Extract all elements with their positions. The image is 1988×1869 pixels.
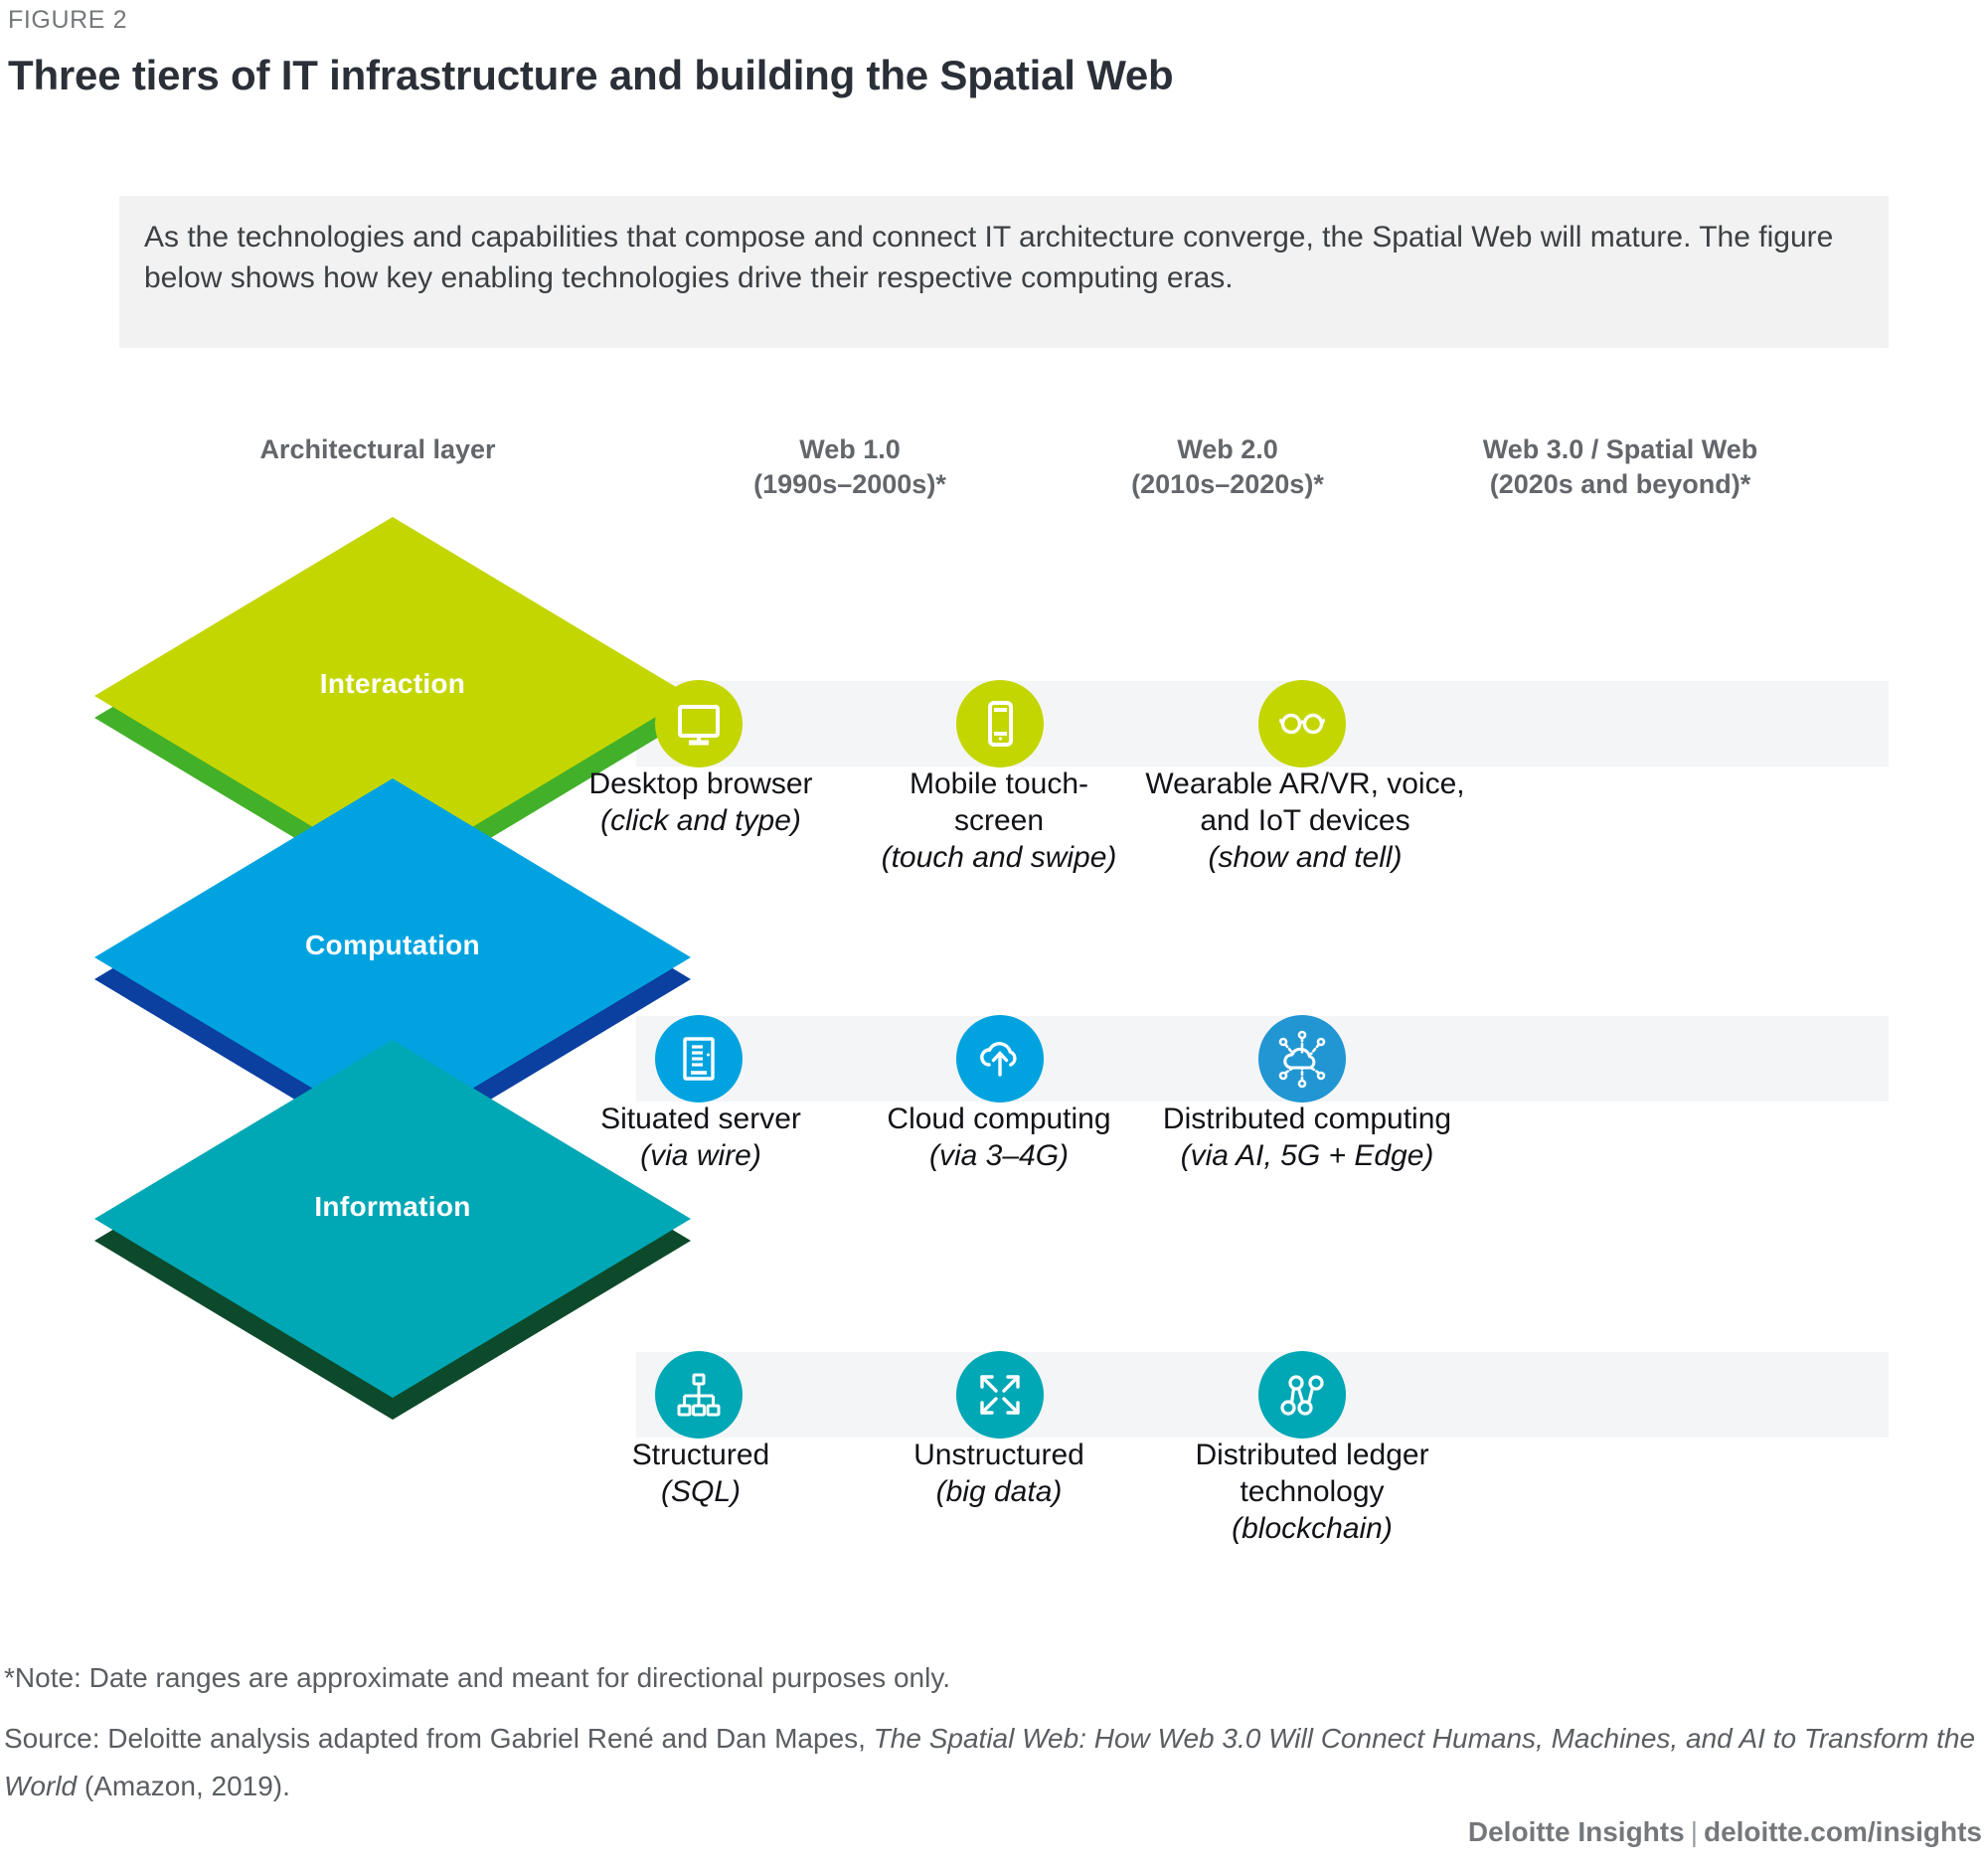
column-header-web2: Web 2.0 (2010s–2020s)*: [1074, 432, 1382, 502]
desktop-monitor-icon: [655, 680, 743, 767]
source-prefix: Source: Deloitte analysis adapted from G…: [4, 1723, 874, 1754]
column-header-web1: Web 1.0 (1990s–2000s)*: [696, 432, 1004, 502]
distributed-cloud-icon: [1258, 1015, 1346, 1103]
row-band-information-arrow-tip: [1841, 1352, 1889, 1438]
row-band-computation-bar: [636, 1016, 1841, 1102]
column-header-web3-line2: (2020s and beyond)*: [1489, 469, 1751, 499]
cell-caption-r1c1: Desktop browser (click and type): [557, 765, 845, 839]
cell-sub-r3c1: (SQL): [660, 1475, 741, 1508]
layer-computation-label: Computation: [305, 930, 480, 960]
column-header-web3-line1: Web 3.0 / Spatial Web: [1482, 434, 1758, 464]
cell-sub-r3c2: (big data): [935, 1475, 1063, 1508]
figure-label: FIGURE 2: [8, 6, 128, 34]
row-band-interaction: [636, 681, 1889, 766]
cell-caption-r1c3: Wearable AR/VR, voice, and IoT devices (…: [1141, 765, 1469, 876]
node-graph-icon: [1258, 1351, 1346, 1439]
column-header-web3: Web 3.0 / Spatial Web (2020s and beyond)…: [1426, 432, 1814, 502]
column-header-web1-line1: Web 1.0: [799, 434, 901, 464]
mobile-phone-icon: [956, 680, 1044, 767]
column-header-web2-line2: (2010s–2020s)*: [1131, 469, 1324, 499]
expand-arrows-icon: [956, 1351, 1044, 1439]
layer-information-label: Information: [314, 1191, 471, 1222]
source-title: The Spatial Web: How Web 3.0 Will Connec…: [4, 1723, 1976, 1801]
cell-title-r3c3: Distributed ledger technology: [1195, 1439, 1429, 1508]
server-rack-icon: [655, 1015, 743, 1103]
cell-caption-r3c3: Distributed ledger technology (blockchai…: [1153, 1437, 1471, 1547]
brand-name: Deloitte Insights: [1467, 1816, 1685, 1847]
cell-sub-r2c3: (via AI, 5G + Edge): [1180, 1139, 1434, 1172]
layer-interaction-top: [94, 517, 691, 875]
cell-sub-r1c1: (click and type): [600, 804, 801, 837]
column-header-architectural-layer: Architectural layer: [259, 434, 496, 464]
ar-glasses-icon: [1258, 680, 1346, 767]
cell-sub-r2c2: (via 3–4G): [928, 1139, 1070, 1172]
intro-panel: As the technologies and capabilities tha…: [119, 196, 1889, 348]
layer-interaction: Interaction: [94, 517, 691, 897]
cell-caption-r2c2: Cloud computing (via 3–4G): [875, 1101, 1123, 1174]
row-band-interaction-bar: [636, 681, 1841, 766]
brand-url: deloitte.com/insights: [1703, 1816, 1982, 1847]
page-title: Three tiers of IT infrastructure and bui…: [8, 52, 1174, 98]
cell-title-r3c2: Unstructured: [913, 1439, 1084, 1471]
footnote-source: Source: Deloitte analysis adapted from G…: [4, 1715, 1982, 1810]
column-header-web1-line2: (1990s–2000s)*: [753, 469, 946, 499]
source-suffix: (Amazon, 2019).: [77, 1771, 290, 1801]
layer-computation: Computation: [94, 778, 691, 1158]
cell-sub-r1c3: (show and tell): [1208, 841, 1403, 874]
row-band-information-bar: [636, 1352, 1841, 1438]
brand-separator: |: [1690, 1816, 1698, 1847]
cell-caption-r1c2: Mobile touch-screen (touch and swipe): [875, 765, 1123, 876]
column-header-web2-line1: Web 2.0: [1177, 434, 1278, 464]
intro-text: As the technologies and capabilities tha…: [144, 221, 1834, 294]
cloud-upload-icon: [956, 1015, 1044, 1103]
cell-caption-r2c3: Distributed computing (via AI, 5G + Edge…: [1133, 1101, 1481, 1174]
layer-information: Information: [94, 1040, 691, 1420]
row-band-interaction-arrow-tip: [1841, 681, 1889, 766]
cell-title-r3c1: Structured: [631, 1439, 770, 1471]
cell-title-r1c2: Mobile touch-screen: [909, 767, 1089, 837]
layer-computation-top: [94, 778, 691, 1136]
cell-sub-r1c2: (touch and swipe): [881, 841, 1117, 874]
cell-title-r1c1: Desktop browser: [588, 767, 813, 800]
footnote-note: *Note: Date ranges are approximate and m…: [4, 1662, 951, 1693]
cell-caption-r2c1: Situated server (via wire): [567, 1101, 835, 1174]
cell-caption-r3c1: Structured (SQL): [577, 1437, 825, 1510]
cell-sub-r3c3: (blockchain): [1232, 1512, 1393, 1545]
cell-title-r2c2: Cloud computing: [887, 1103, 1111, 1135]
cell-caption-r3c2: Unstructured (big data): [875, 1437, 1123, 1510]
row-band-computation-arrow-tip: [1841, 1016, 1889, 1102]
layer-interaction-label: Interaction: [319, 668, 466, 699]
cell-title-r1c3: Wearable AR/VR, voice, and IoT devices: [1145, 767, 1465, 837]
hierarchy-sitemap-icon: [655, 1351, 743, 1439]
brand-footer: Deloitte Insights|deloitte.com/insights: [1468, 1816, 1982, 1848]
cell-title-r2c1: Situated server: [600, 1103, 801, 1135]
cell-sub-r2c1: (via wire): [640, 1139, 761, 1172]
cell-title-r2c3: Distributed computing: [1162, 1103, 1452, 1135]
layer-information-top: [94, 1040, 691, 1398]
